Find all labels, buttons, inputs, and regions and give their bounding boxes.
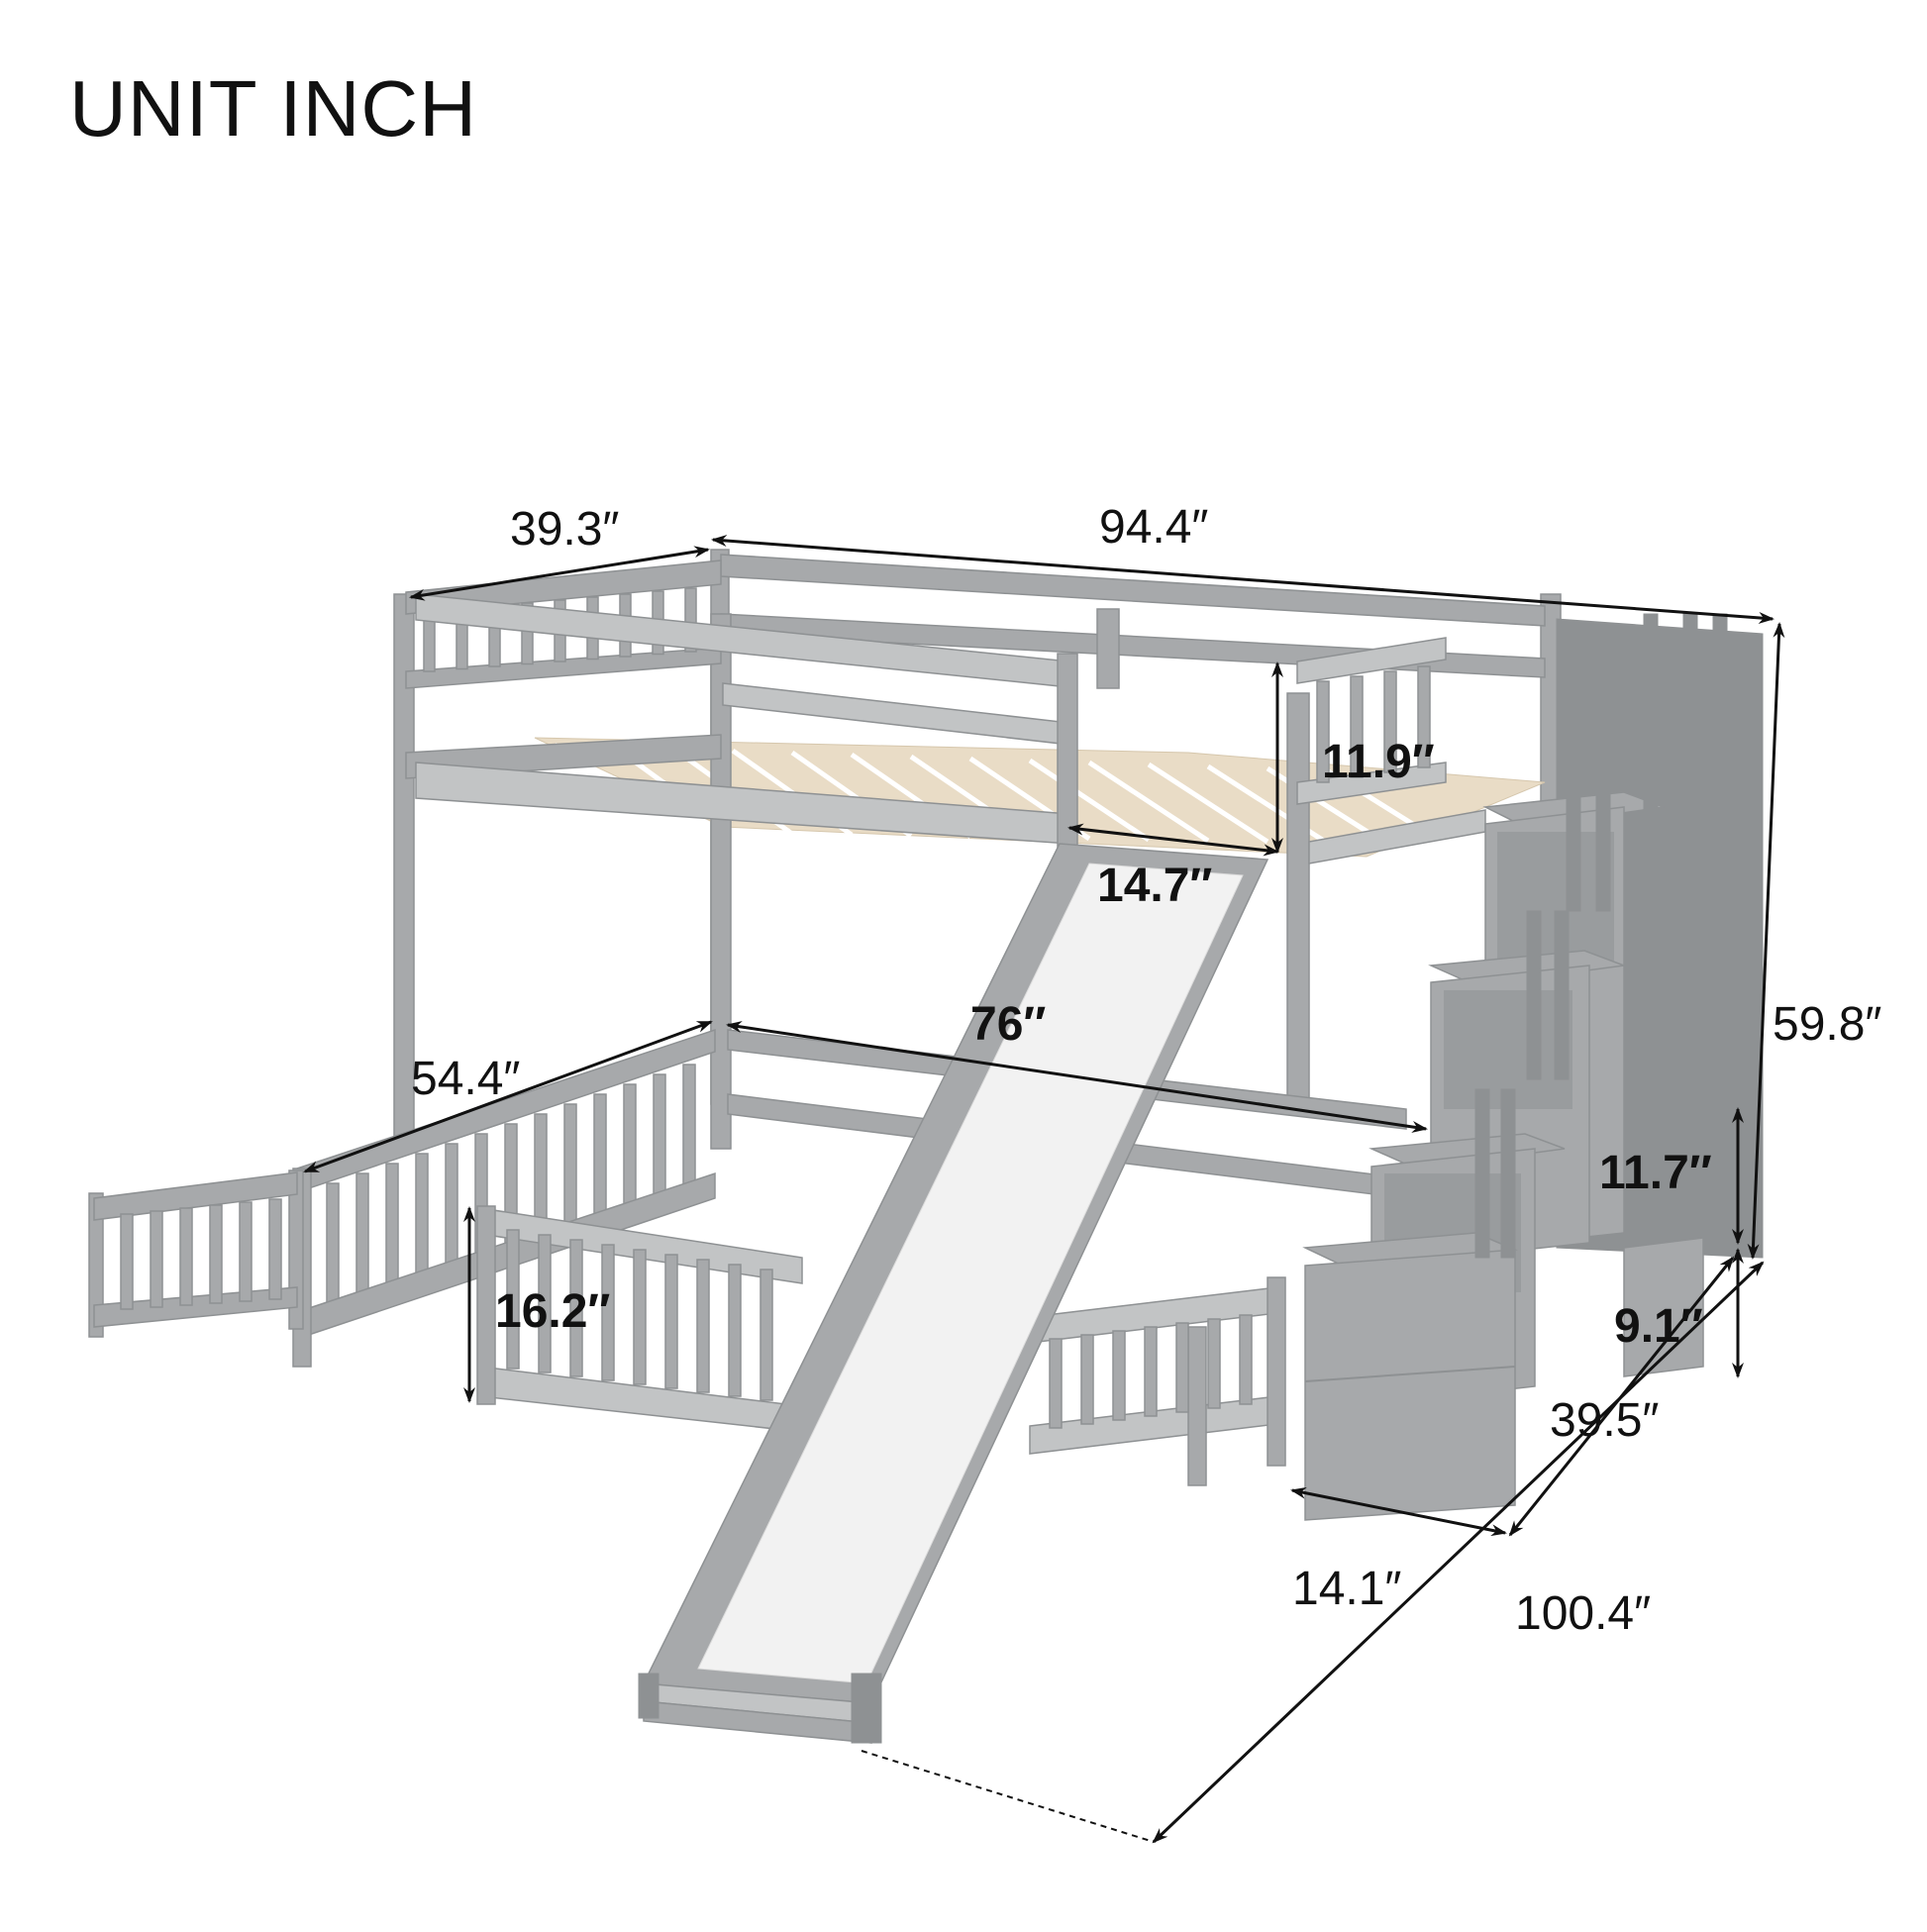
label-slide-length: 76″	[970, 998, 1046, 1051]
label-step-width: 14.1″	[1292, 1563, 1401, 1615]
upper-front-rail-mid	[722, 682, 1070, 746]
label-top-width: 39.3″	[510, 503, 619, 556]
dimension-lines	[303, 535, 1785, 1844]
upper-front-right-post	[1286, 692, 1310, 1110]
spindle	[593, 1093, 607, 1219]
spindle	[728, 1264, 742, 1397]
label-bottom-guard-height: 16.2″	[495, 1285, 610, 1338]
label-step-height-upper: 11.7″	[1599, 1147, 1712, 1199]
spindle	[209, 1204, 223, 1304]
spindle	[1175, 1322, 1189, 1413]
label-guard-height: 11.9″	[1322, 736, 1435, 788]
spindle	[355, 1172, 369, 1298]
upper-back-rail-top	[720, 554, 1546, 627]
spindle	[623, 1083, 637, 1209]
spindle	[326, 1182, 340, 1308]
lower-front-spindles	[506, 1229, 773, 1401]
spindle	[521, 602, 534, 665]
label-stair-depth: 39.5″	[1550, 1394, 1659, 1447]
spindle	[179, 1207, 193, 1306]
lower-right-end-post	[1187, 1326, 1207, 1486]
spindle	[1417, 665, 1431, 768]
spindle	[445, 1143, 458, 1269]
lower-front-left-post	[476, 1205, 496, 1405]
upper-right-guard-top	[1296, 637, 1447, 684]
label-top-length: 94.4″	[1099, 501, 1208, 554]
dimension-labels: 39.3″ 94.4″ 11.9″ 14.7″ 76″ 54.4″ 16.2″ …	[411, 501, 1881, 1640]
label-slide-width: 14.7″	[1097, 860, 1212, 912]
spindle	[696, 1259, 710, 1393]
bed-frame	[88, 549, 1764, 1744]
spindle	[1080, 1334, 1094, 1425]
spindle	[1207, 1318, 1221, 1409]
spindle	[268, 1198, 282, 1300]
lower-gate	[88, 1169, 304, 1338]
spindle	[1144, 1326, 1158, 1417]
upper-front-mid-post	[1057, 653, 1078, 853]
upper-back-center-post	[1096, 608, 1120, 689]
spindle	[569, 1239, 583, 1377]
label-step-height-lower: 9.1″	[1614, 1300, 1703, 1353]
spindle	[1239, 1314, 1253, 1405]
spindle	[1316, 680, 1330, 783]
unit-title: UNIT INCH	[69, 64, 477, 153]
label-overall-length: 100.4″	[1515, 1587, 1651, 1640]
spindle	[601, 1244, 615, 1381]
spindle	[653, 1073, 666, 1199]
spindle	[538, 1234, 552, 1373]
spindle	[664, 1254, 678, 1389]
spindle	[760, 1269, 773, 1401]
spindle	[120, 1213, 134, 1310]
spindle	[1049, 1338, 1063, 1429]
spindle	[1350, 675, 1364, 778]
lower-front-right-post	[1267, 1276, 1286, 1467]
spindle	[506, 1229, 520, 1370]
spindle	[563, 1103, 577, 1229]
upper-right-guard-spindles	[1316, 665, 1431, 783]
label-total-height: 59.8″	[1773, 998, 1881, 1051]
spindle	[239, 1201, 253, 1302]
spindle	[1112, 1330, 1126, 1421]
spindle	[415, 1153, 429, 1278]
spindle	[385, 1163, 399, 1288]
label-bottom-width: 54.4″	[411, 1053, 520, 1105]
upper-left-end-mid-rail	[405, 647, 722, 689]
spindle	[150, 1210, 163, 1308]
spindle	[1383, 670, 1397, 773]
spindle	[633, 1249, 647, 1385]
spindle	[682, 1064, 696, 1189]
